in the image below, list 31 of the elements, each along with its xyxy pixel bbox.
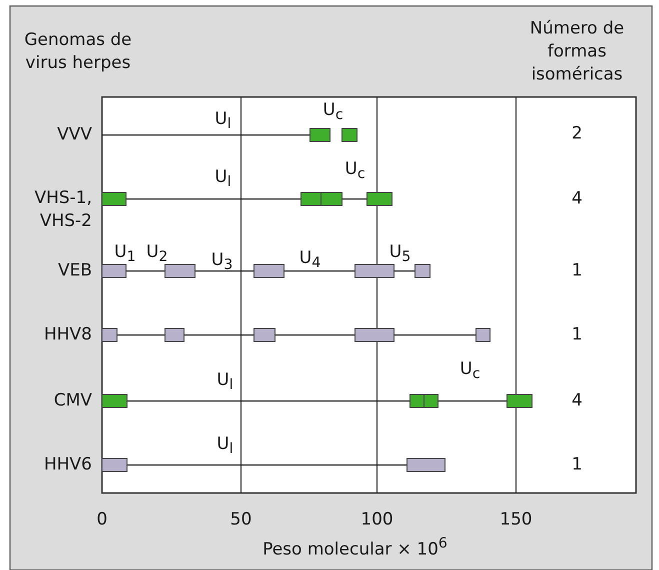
segment-label: U$_{c}$ [460, 358, 480, 384]
segment-label: U$_{c}$ [344, 158, 366, 184]
segment-label: U$_{l}$ [214, 166, 232, 192]
segment-label: U$_{2}$ [146, 240, 168, 268]
column-heading: Número de formas isoméricas [528, 18, 626, 86]
axis-title: Peso molecular × 10$^{6}$ [262, 534, 448, 562]
virus-name: HHV6 [44, 454, 92, 476]
virus-name: VEB [58, 260, 92, 282]
segment-label: U$_{3}$ [211, 248, 233, 276]
virus-name: CMV [54, 390, 92, 412]
virus-name: VVV [57, 124, 92, 146]
segment-label: U$_{4}$ [299, 246, 321, 274]
isomer-count: 2 [572, 122, 582, 146]
segment-label: U$_{c}$ [322, 98, 344, 126]
isomer-count: 4 [572, 390, 582, 412]
axis-tick-label: 150 [500, 508, 532, 532]
isomer-count: 1 [572, 324, 582, 346]
segment-label: U$_{l}$ [216, 432, 234, 460]
axis-tick-label: 100 [360, 508, 394, 532]
virus-name: VHS-1, VHS-2 [33, 187, 92, 233]
segment-label: U$_{5}$ [389, 240, 411, 268]
isomer-count: 1 [572, 260, 582, 282]
column-heading: Genomas de virus herpes [23, 29, 133, 75]
axis-tick-label: 0 [96, 508, 108, 532]
virus-name: HHV8 [44, 324, 92, 346]
isomer-count: 1 [572, 454, 582, 476]
segment-label: U$_{1}$ [114, 240, 136, 268]
segment-label: U$_{l}$ [214, 108, 232, 134]
isomer-count: 4 [572, 188, 582, 210]
axis-tick-label: 50 [230, 508, 252, 532]
segment-label: U$_{l}$ [216, 368, 234, 396]
